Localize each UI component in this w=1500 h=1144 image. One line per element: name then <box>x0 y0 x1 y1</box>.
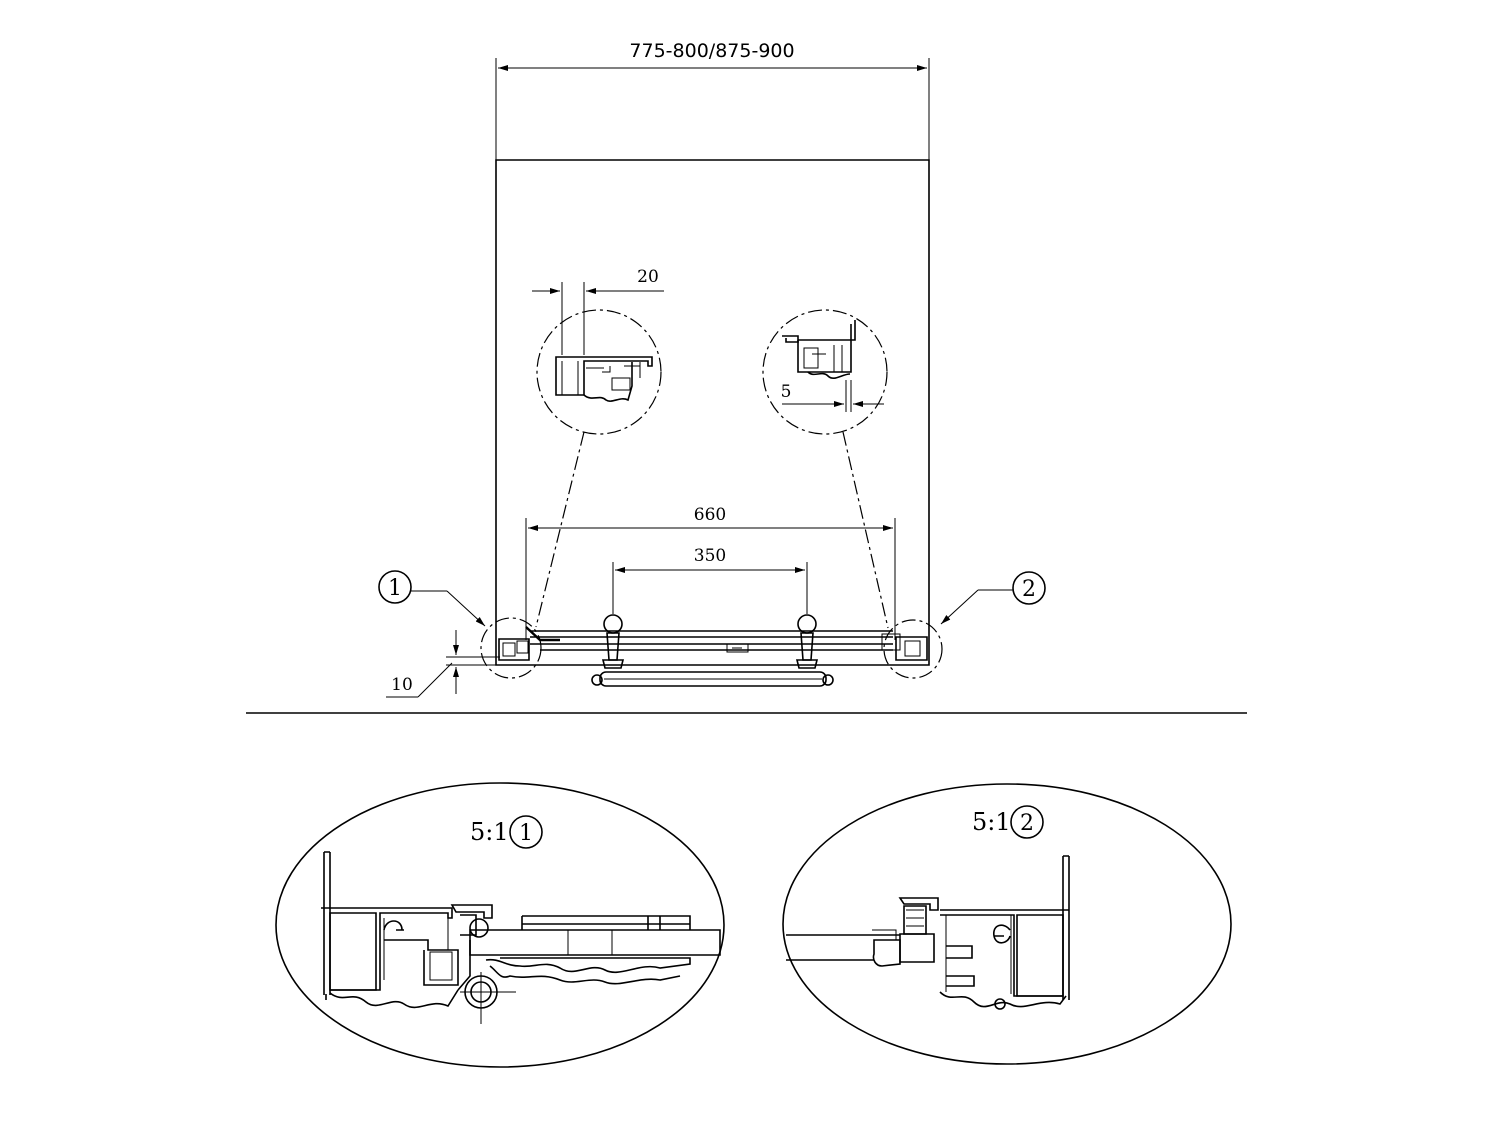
left-detail-circle <box>480 617 542 679</box>
left-magnified-inset: 20 <box>532 267 664 628</box>
detail-1-enlarged-view: 5:1 1 <box>275 782 725 1068</box>
svg-text:1: 1 <box>388 576 402 601</box>
floor-gap-label: 10 <box>391 675 413 695</box>
profile-gap-right-label: 5 <box>781 382 792 402</box>
handle-spacing-dimension: 350 <box>612 546 808 614</box>
svg-text:2: 2 <box>1022 577 1036 602</box>
handle-assembly <box>591 614 834 687</box>
right-detail-circle <box>883 619 943 679</box>
detail-2-marker: 2 <box>1010 805 1044 839</box>
plan-view: 775-800/875-900 <box>378 40 1046 698</box>
overall-width-dimension: 775-800/875-900 <box>495 40 930 160</box>
detail-2-scale: 5:1 <box>972 808 1011 836</box>
right-callout-marker: 2 <box>940 571 1046 625</box>
detail-1-scale: 5:1 <box>470 818 509 846</box>
detail-1-marker: 1 <box>509 815 543 849</box>
handle-spacing-label: 350 <box>694 546 726 566</box>
right-corner-profile <box>881 633 928 661</box>
overall-width-label: 775-800/875-900 <box>629 40 794 62</box>
svg-text:2: 2 <box>1020 811 1034 836</box>
floor-gap-dimension: 10 <box>386 630 500 698</box>
rail-length-label: 660 <box>694 505 726 525</box>
profile-gap-left-label: 20 <box>637 267 659 287</box>
detail-2-enlarged-view: 5:1 2 <box>782 783 1232 1065</box>
svg-text:1: 1 <box>519 821 533 846</box>
sliding-rails <box>530 630 893 653</box>
rail-length-dimension: 660 <box>525 505 896 640</box>
enclosure-outline <box>495 159 930 666</box>
left-callout-marker: 1 <box>378 570 486 627</box>
right-magnified-inset: 5 <box>762 309 889 629</box>
